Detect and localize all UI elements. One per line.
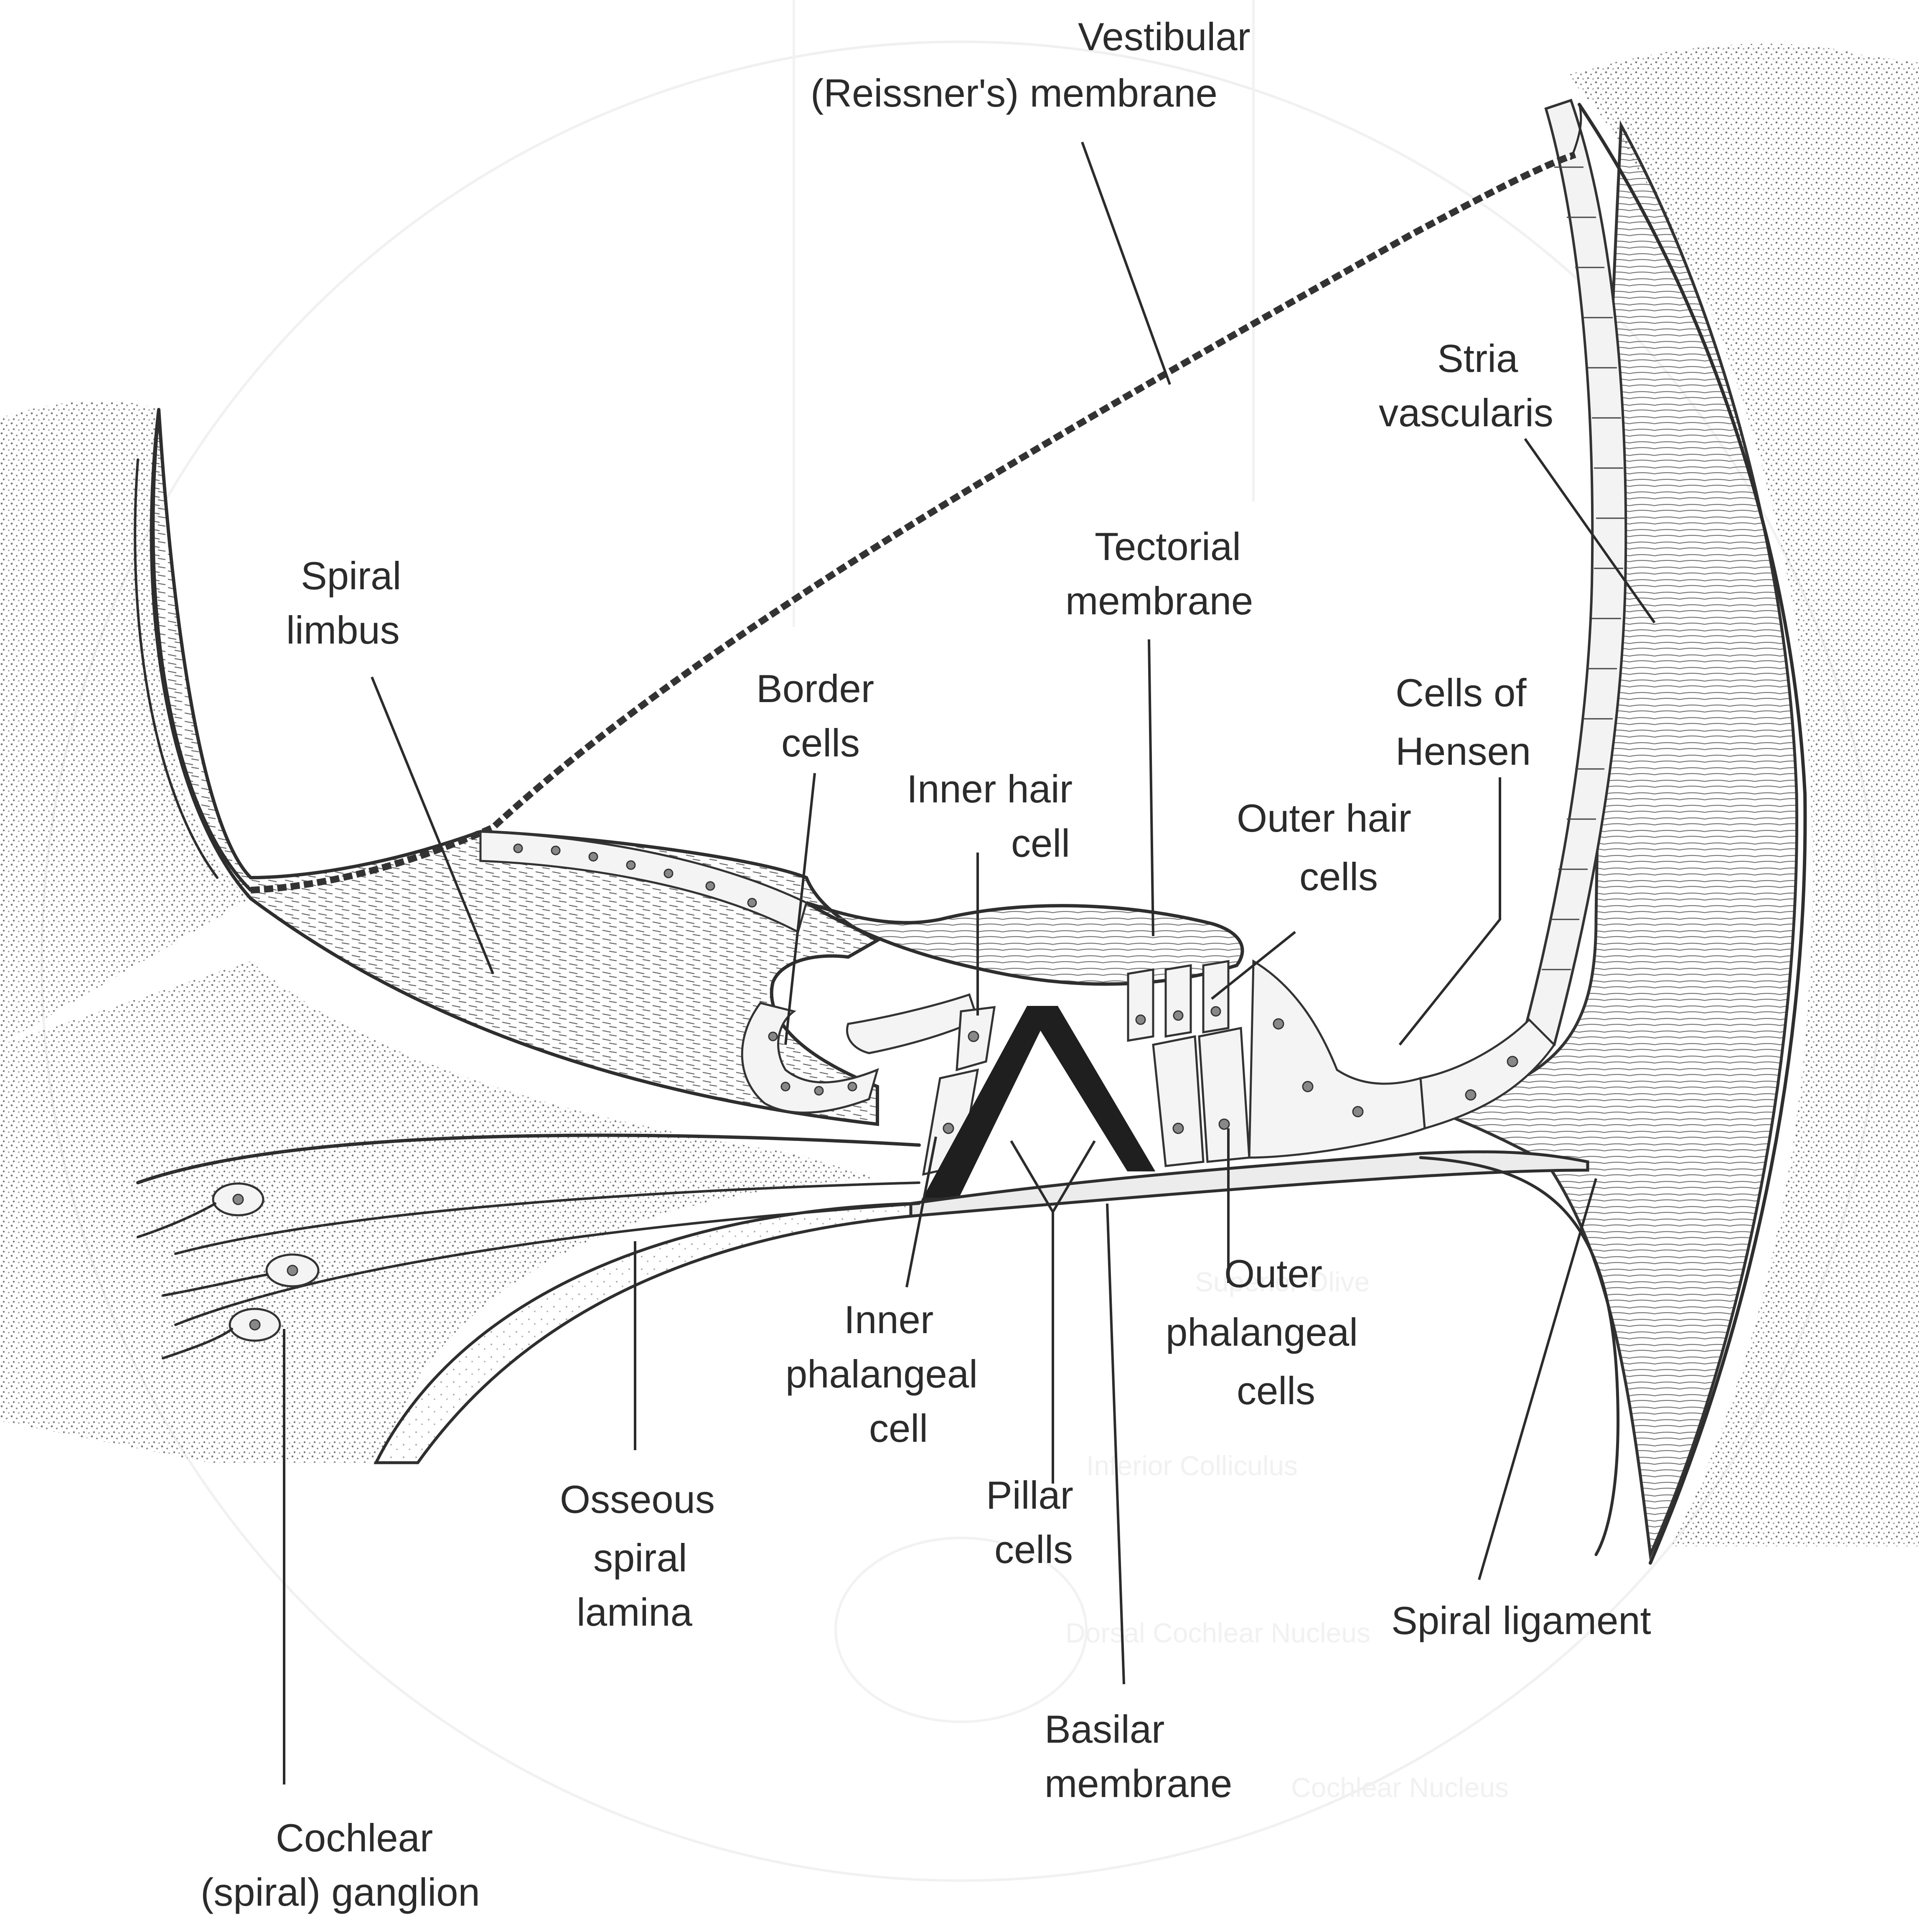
label-outer-phal-line3: cells [1237,1369,1315,1413]
label-outer-hair-line2: cells [1299,855,1378,899]
basilar-membrane [911,1152,1588,1216]
bleed-text-2: Inferior Colliculus [1086,1450,1298,1481]
outer-phalangeal-cells [1153,1028,1249,1166]
label-border-line2: cells [781,721,860,765]
label-border-line1: Border [756,667,874,710]
label-inner-phal-line2: phalangeal [785,1352,978,1396]
label-osseous-line2: spiral [593,1536,687,1580]
label-tectorial-line2: membrane [1065,579,1253,623]
label-tectorial-line1: Tectorial [1095,524,1241,568]
label-stria-line1: Stria [1437,336,1518,380]
label-outer-phal-line1: Outer [1224,1252,1322,1296]
outer-hair-cells [1128,961,1228,1041]
label-basilar-line2: membrane [1045,1761,1232,1805]
label-inner-hair-line2: cell [1011,821,1070,865]
label-cochlear-line2: (spiral) ganglion [201,1870,480,1914]
label-vestibular-line1: Vestibular [1078,15,1251,59]
label-inner-phal-line3: cell [869,1406,928,1450]
label-osseous-line3: lamina [577,1590,693,1634]
label-pillar-line1: Pillar [986,1473,1073,1517]
label-outer-phal-line2: phalangeal [1166,1310,1358,1354]
label-spiral-limbus-line1: Spiral [301,554,401,598]
label-vestibular-line2: (Reissner's) membrane [811,71,1217,115]
bone-stipple-left [0,401,251,1045]
label-spiral-limbus-line2: limbus [286,608,400,652]
label-inner-phal-line1: Inner [844,1298,933,1341]
label-outer-hair-line1: Outer hair [1237,796,1411,840]
label-spiral-ligament: Spiral ligament [1391,1599,1651,1642]
bleed-text-4: Cochlear Nucleus [1291,1772,1509,1803]
label-stria-line2: vascularis [1379,391,1553,435]
bleed-text-3: Dorsal Cochlear Nucleus [1065,1617,1370,1648]
label-cochlear-line1: Cochlear [276,1816,433,1860]
label-osseous-line1: Osseous [560,1477,715,1521]
label-inner-hair-line1: Inner hair [907,767,1073,811]
label-cells-hensen-line1: Cells of [1395,671,1527,715]
label-basilar-line1: Basilar [1045,1707,1164,1751]
label-cells-hensen-line2: Hensen [1395,729,1531,773]
label-pillar-line2: cells [994,1527,1073,1571]
